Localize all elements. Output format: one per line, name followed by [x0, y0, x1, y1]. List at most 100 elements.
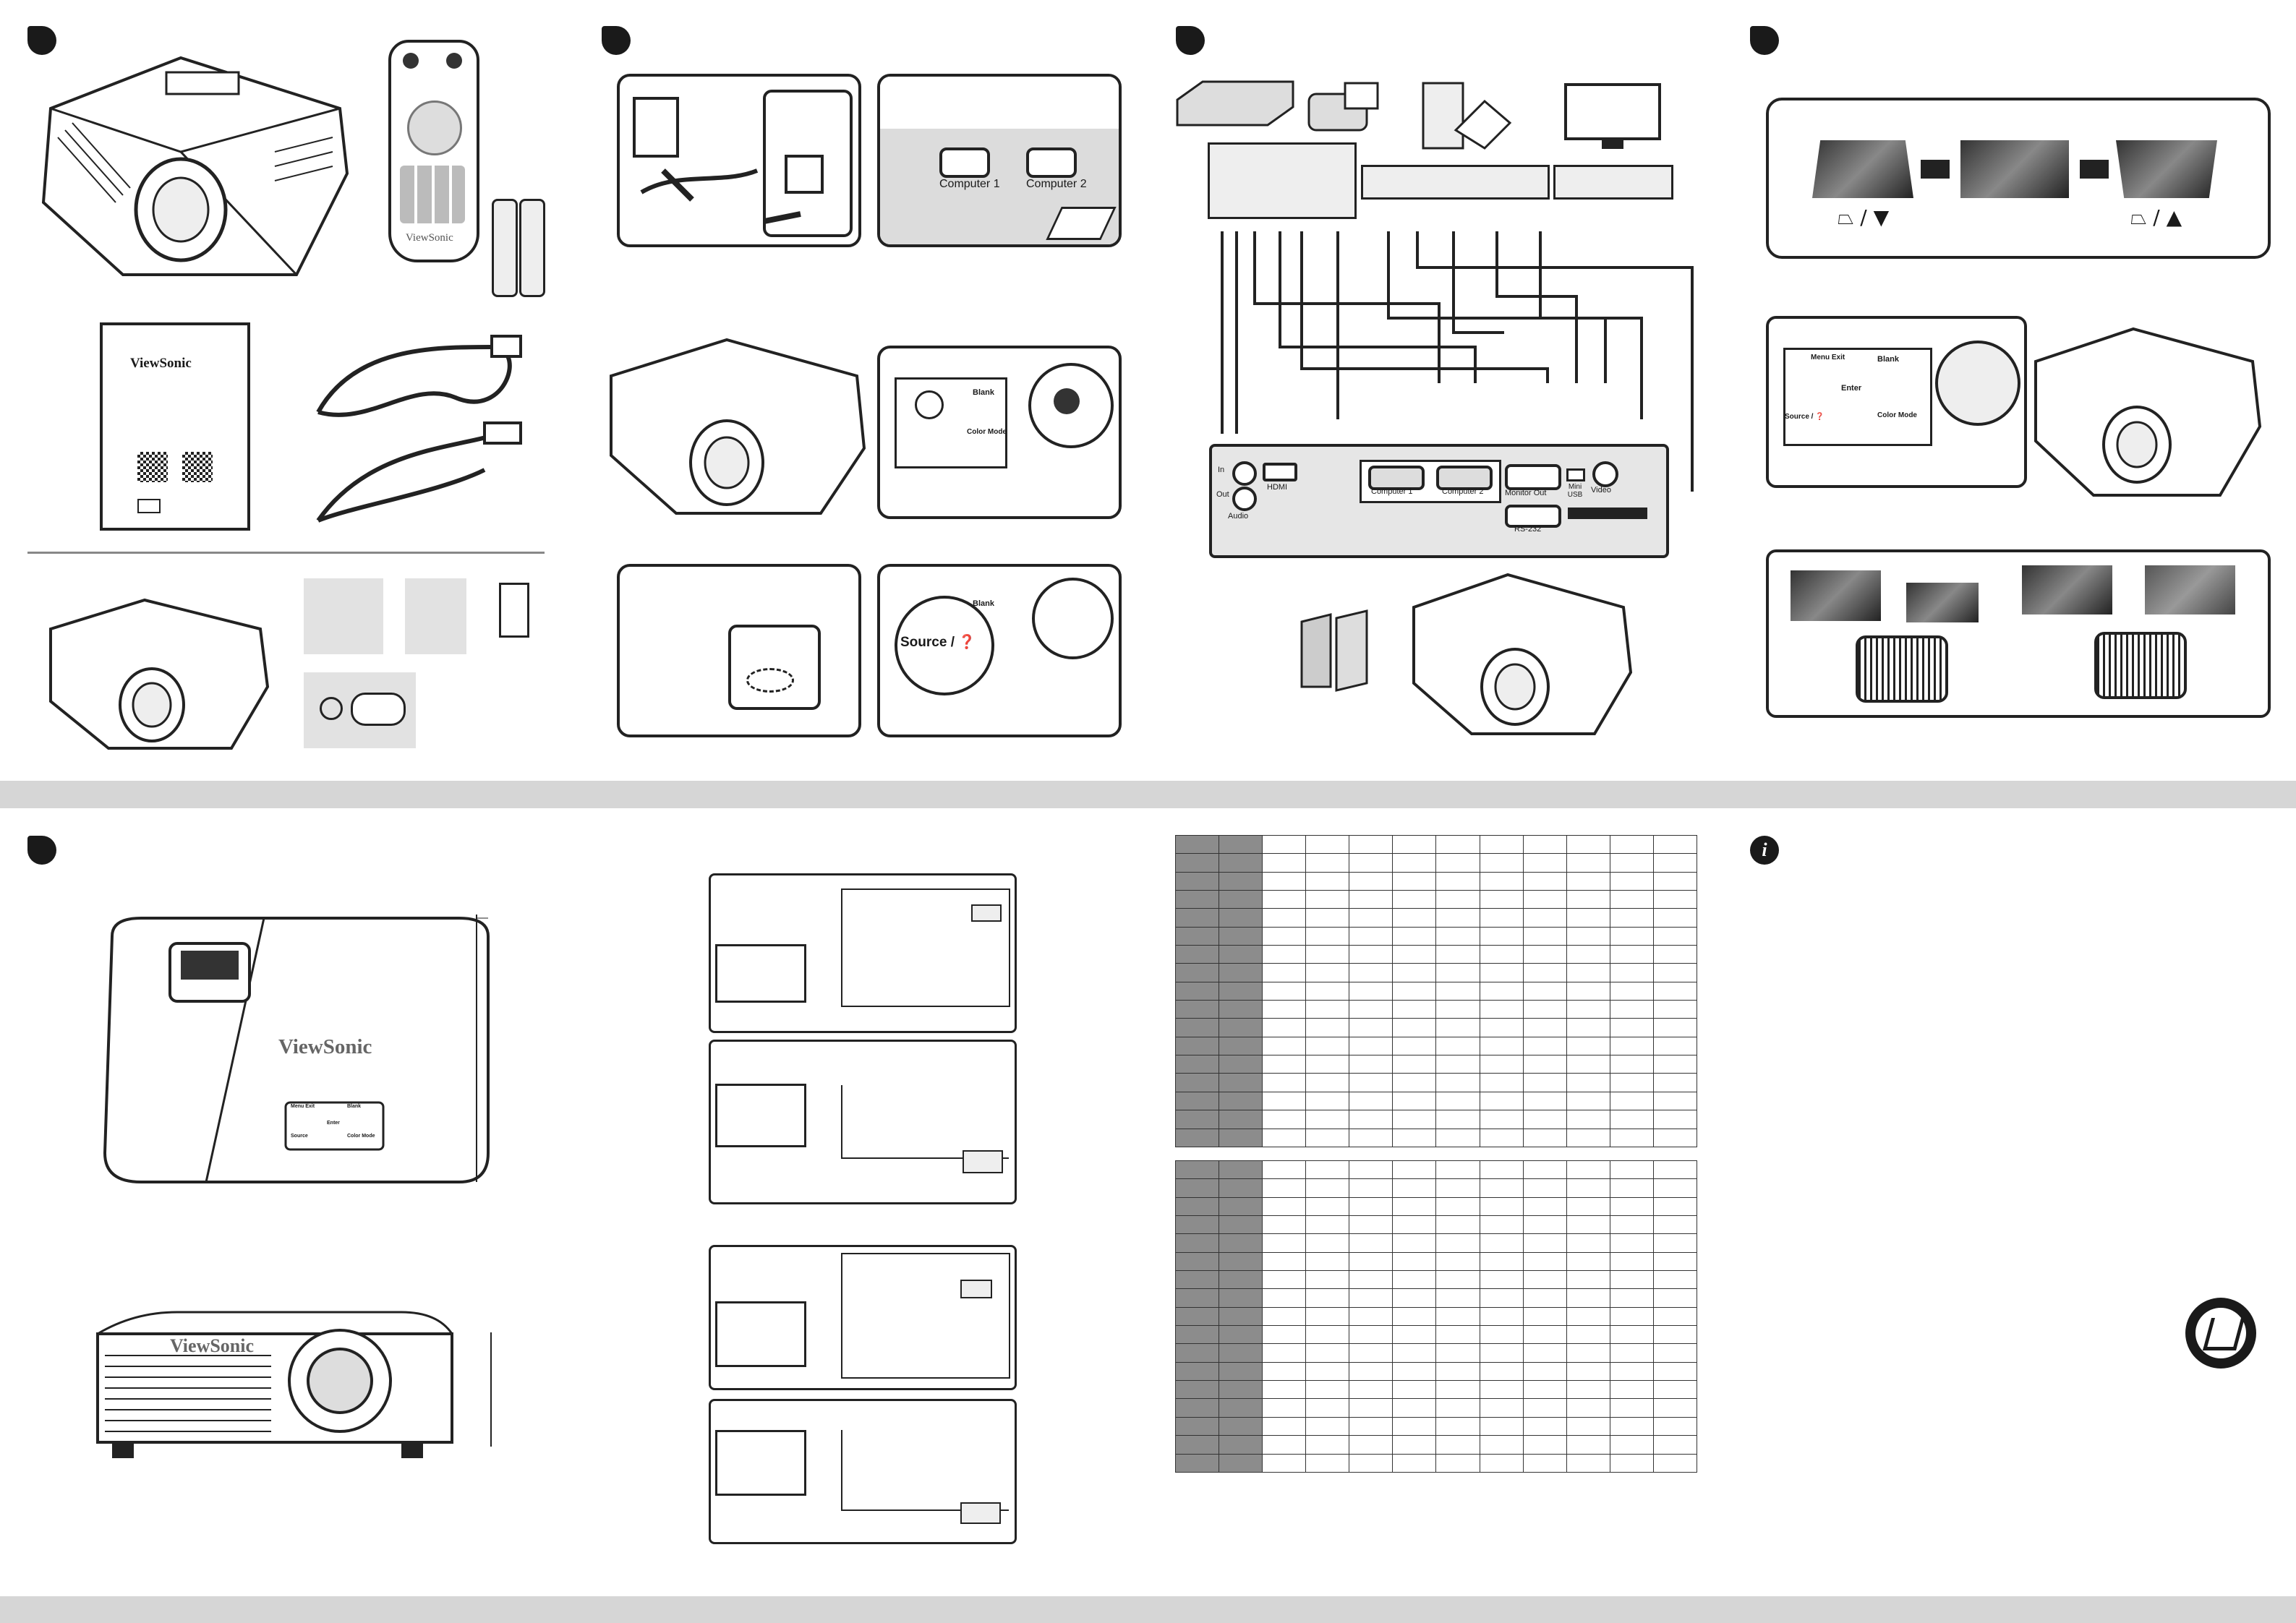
table-cell [1652, 1343, 1698, 1363]
audio-label: Audio [1228, 512, 1249, 521]
projector-front-view [96, 1311, 453, 1458]
table-cell [1479, 963, 1524, 982]
table-cell [1652, 1196, 1698, 1217]
table-cell [1305, 1270, 1350, 1290]
table-cell [1174, 1380, 1220, 1400]
table-cell [1349, 1288, 1394, 1308]
table-cell [1262, 1251, 1307, 1272]
table-cell [1522, 1380, 1567, 1400]
table-cell [1652, 1073, 1698, 1092]
table-cell [1305, 1000, 1350, 1019]
table-cell [1609, 1398, 1654, 1418]
table-cell [1174, 1416, 1220, 1436]
table-cell [1349, 1380, 1394, 1400]
table-row [1174, 981, 1698, 1001]
table-cell [1479, 1160, 1524, 1180]
table-cell [1522, 1128, 1567, 1147]
table-cell [1262, 963, 1307, 982]
table-cell [1305, 981, 1350, 1001]
plug-illustration [633, 90, 853, 237]
table-cell [1652, 926, 1698, 946]
table-cell [1262, 1435, 1307, 1455]
table-cell [1262, 981, 1307, 1001]
table-cell [1479, 1110, 1524, 1129]
video-port [1592, 461, 1618, 487]
table-cell [1262, 1036, 1307, 1056]
power-step-box [304, 672, 416, 748]
table-cell [1522, 945, 1567, 964]
table-cell [1435, 926, 1480, 946]
table-cell [1479, 1398, 1524, 1418]
table-cell [1219, 1270, 1263, 1290]
table-cell [1479, 1196, 1524, 1217]
top-view-brand: ViewSonic [278, 1035, 372, 1058]
table-cell [1609, 834, 1654, 855]
table-cell [1174, 1398, 1220, 1418]
screen-rect [715, 1084, 806, 1147]
table-row [1174, 1288, 1698, 1308]
table-cell [1566, 1178, 1610, 1198]
table-cell [1566, 1380, 1610, 1400]
table-cell [1609, 1073, 1654, 1092]
table-cell [1262, 1343, 1307, 1363]
keypad-graphic [1783, 348, 1932, 446]
cart-warning-icon [2185, 1298, 2256, 1369]
table-cell [1392, 1233, 1437, 1253]
height-dimension-line [490, 1332, 492, 1447]
table-cell [1174, 1110, 1220, 1129]
table-cell [1392, 1325, 1437, 1345]
table-cell [1219, 871, 1263, 891]
projector-adjust-illustration [2034, 327, 2262, 497]
table-cell [1435, 1270, 1480, 1290]
enter-label: Enter [1841, 384, 1862, 393]
table-cell [1609, 981, 1654, 1001]
audio-in-port [1232, 461, 1257, 486]
battery-icon-2 [519, 199, 545, 297]
table-cell [1479, 1306, 1524, 1327]
projector-mount-icon [960, 1280, 992, 1298]
step-marker-4 [1750, 26, 1779, 55]
key-menu-exit: Menu Exit [291, 1104, 315, 1109]
table-cell [1305, 1018, 1350, 1037]
table-cell [1174, 1091, 1220, 1111]
table-cell [1609, 908, 1654, 928]
table-cell [1566, 1270, 1610, 1290]
table-cell [1174, 1036, 1220, 1056]
table-cell [1652, 1416, 1698, 1436]
monitor-ports-box [1553, 165, 1673, 200]
table-cell [1652, 1380, 1698, 1400]
finger-press-icon [351, 693, 406, 726]
power-button-icon-2 [446, 53, 462, 69]
projector-conn-illustration [1412, 573, 1633, 735]
floor-line [841, 1430, 1009, 1511]
table-cell [1566, 871, 1610, 891]
table-cell [1652, 871, 1698, 891]
table-cell [1262, 1196, 1307, 1217]
table-cell [1522, 1178, 1567, 1198]
projector-floor-icon [963, 1150, 1003, 1173]
table-cell [1652, 853, 1698, 873]
table-cell [1349, 1453, 1394, 1473]
table-cell [1219, 1453, 1263, 1473]
focus-image-blurry [2145, 565, 2235, 614]
table-row [1174, 1325, 1698, 1345]
table-cell [1305, 1416, 1350, 1436]
table-cell [1392, 1288, 1437, 1308]
table-cell [1262, 1215, 1307, 1235]
table-cell [1609, 1000, 1654, 1019]
table-cell [1174, 853, 1220, 873]
table-cell [1262, 1380, 1307, 1400]
step-plug-box [304, 578, 383, 654]
table-cell [1479, 1036, 1524, 1056]
table-cell [1609, 1435, 1654, 1455]
table-cell [1652, 1398, 1698, 1418]
table-cell [1652, 908, 1698, 928]
table-cell [1219, 1215, 1263, 1235]
table-cell [1609, 1178, 1654, 1198]
table-cell [1522, 1110, 1567, 1129]
separator-band-middle [0, 781, 2296, 808]
table-cell [1219, 1251, 1263, 1272]
table-cell [1652, 1233, 1698, 1253]
cart-warning-inner [2195, 1308, 2246, 1358]
table-cell [1652, 1160, 1698, 1180]
